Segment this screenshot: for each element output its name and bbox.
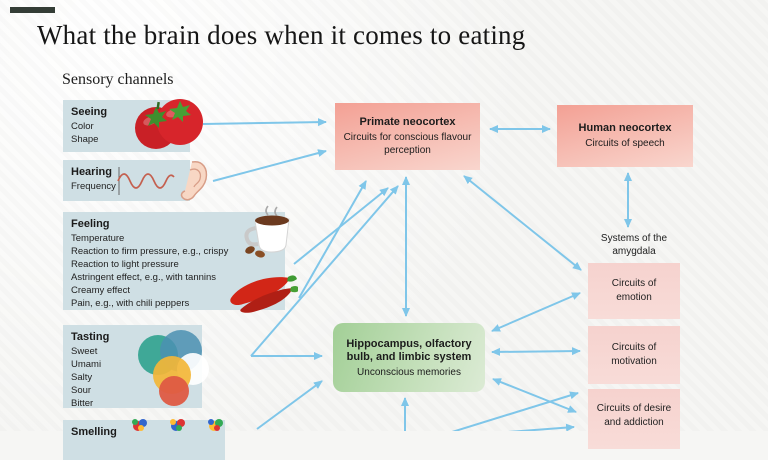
circuits-of-motivation-box: Circuits of motivation	[588, 326, 680, 384]
sensory-channels-label: Sensory channels	[62, 71, 174, 88]
seeing-item: Color	[71, 121, 94, 132]
seeing-label: Seeing	[71, 106, 108, 118]
feeling-item: Pain, e.g., with chili peppers	[71, 298, 190, 309]
hippocampus-subtitle: Unconscious memories	[357, 366, 461, 378]
tasting-item: Sour	[71, 385, 92, 396]
human-neocortex-title: Human neocortex	[578, 122, 672, 134]
coffee-cup-icon	[244, 205, 290, 258]
feeling-label: Feeling	[71, 218, 110, 230]
tomatoes-icon	[135, 99, 203, 149]
tasting-label: Tasting	[71, 331, 110, 343]
seeing-item: Shape	[71, 134, 99, 145]
amygdala-systems-label: Systems of the amygdala	[600, 233, 668, 257]
feeling-item: Creamy effect	[71, 285, 130, 296]
feeling-item: Reaction to light pressure	[71, 259, 179, 270]
ear-icon	[180, 160, 208, 201]
sensory-box-hearing: Hearing Frequency	[63, 160, 190, 201]
primate-neocortex-subtitle: Circuits for conscious flavour perceptio…	[343, 132, 472, 156]
scent-blobs-icon	[132, 419, 223, 431]
human-neocortex-box: Human neocortex Circuits of speech	[557, 105, 693, 167]
feeling-item: Temperature	[71, 233, 125, 244]
feeling-item: Reaction to firm pressure, e.g., crispy	[71, 246, 229, 257]
slide-corner-mark	[10, 7, 55, 13]
hippocampus-title: Hippocampus, olfactory bulb, and limbic …	[346, 337, 472, 363]
tasting-item: Bitter	[71, 398, 94, 409]
hippocampus-box: Hippocampus, olfactory bulb, and limbic …	[333, 323, 485, 392]
hearing-item: Frequency	[71, 181, 116, 192]
tasting-item: Umami	[71, 359, 102, 370]
chili-peppers-icon	[230, 275, 298, 313]
tasting-item: Salty	[71, 372, 93, 383]
page-title: What the brain does when it comes to eat…	[37, 20, 526, 50]
circuits-of-desire-addiction-box: Circuits of desire and addiction	[588, 389, 680, 449]
circuits-of-emotion-box: Circuits of emotion	[588, 263, 680, 319]
human-neocortex-subtitle: Circuits of speech	[585, 138, 665, 149]
primate-neocortex-title: Primate neocortex	[359, 116, 456, 128]
taste-circles-icon	[138, 330, 209, 406]
feeling-item: Astringent effect, e.g., with tannins	[71, 272, 217, 283]
tasting-item: Sweet	[71, 346, 98, 357]
soundwave-icon	[117, 167, 175, 195]
sensory-box-feeling: Feeling Temperature Reaction to firm pre…	[63, 212, 285, 310]
hearing-label: Hearing	[71, 166, 112, 178]
primate-neocortex-box: Primate neocortex Circuits for conscious…	[335, 103, 480, 170]
